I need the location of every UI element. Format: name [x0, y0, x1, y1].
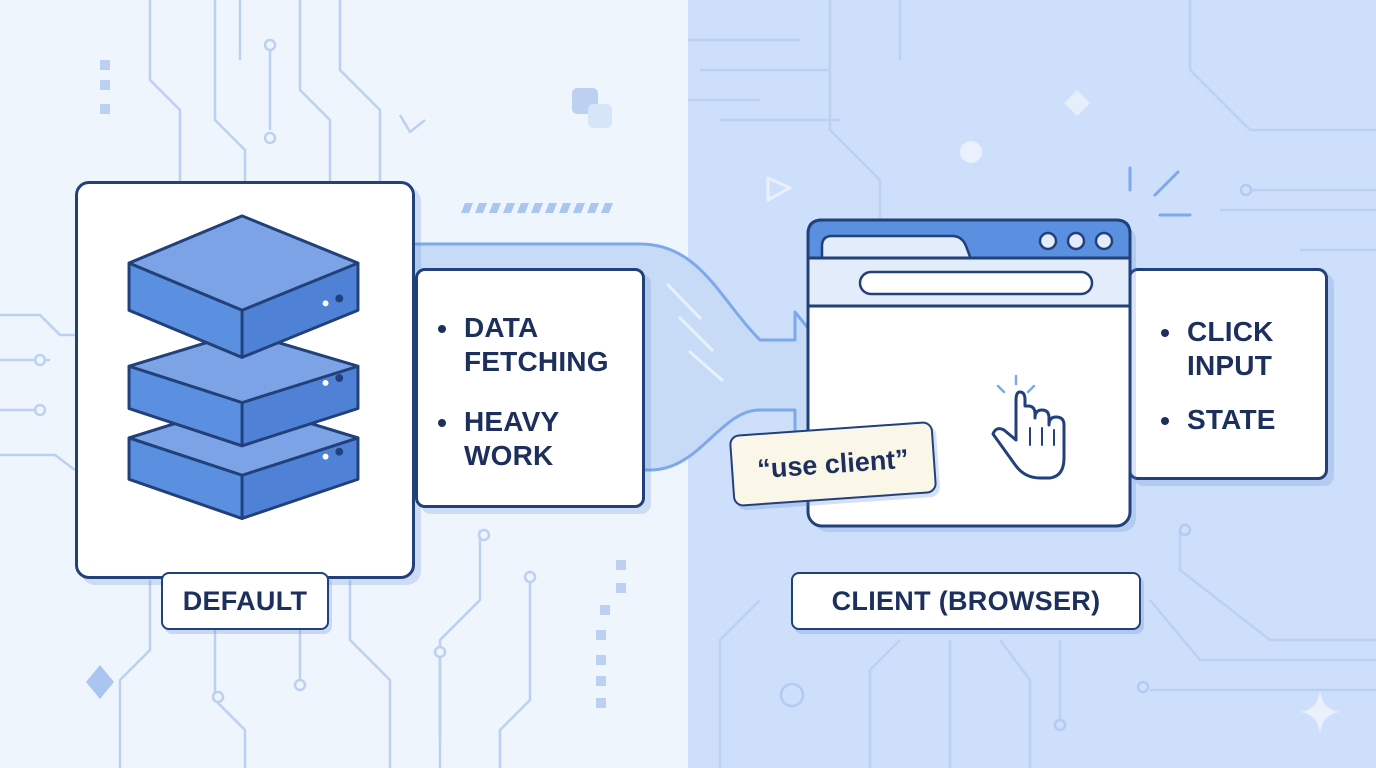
bullet-line: WORK: [464, 440, 554, 471]
server-tasks-card: DATA FETCHING HEAVY WORK: [415, 268, 645, 508]
bullet-line: FETCHING: [464, 346, 609, 377]
list-item: CLICK INPUT: [1161, 315, 1276, 383]
bullet-line: INPUT: [1187, 350, 1272, 381]
use-client-text: “use client”: [756, 443, 910, 484]
list-item: HEAVY WORK: [438, 405, 609, 473]
bullet-line: CLICK: [1187, 316, 1274, 347]
client-tasks-card: CLICK INPUT STATE: [1128, 268, 1328, 480]
bullet-line: HEAVY: [464, 406, 560, 437]
use-client-tag: “use client”: [728, 420, 938, 508]
list-item: STATE: [1161, 403, 1276, 437]
bullet-line: STATE: [1187, 404, 1276, 435]
server-card: [75, 181, 415, 579]
list-item: DATA FETCHING: [438, 311, 609, 379]
server-stack-icon: [127, 214, 360, 520]
client-tasks-list: CLICK INPUT STATE: [1161, 315, 1276, 463]
bullet-line: DATA: [464, 312, 539, 343]
server-label: DEFAULT: [161, 572, 329, 630]
server-tasks-list: DATA FETCHING HEAVY WORK: [438, 311, 609, 499]
client-label: CLIENT (BROWSER): [791, 572, 1141, 630]
